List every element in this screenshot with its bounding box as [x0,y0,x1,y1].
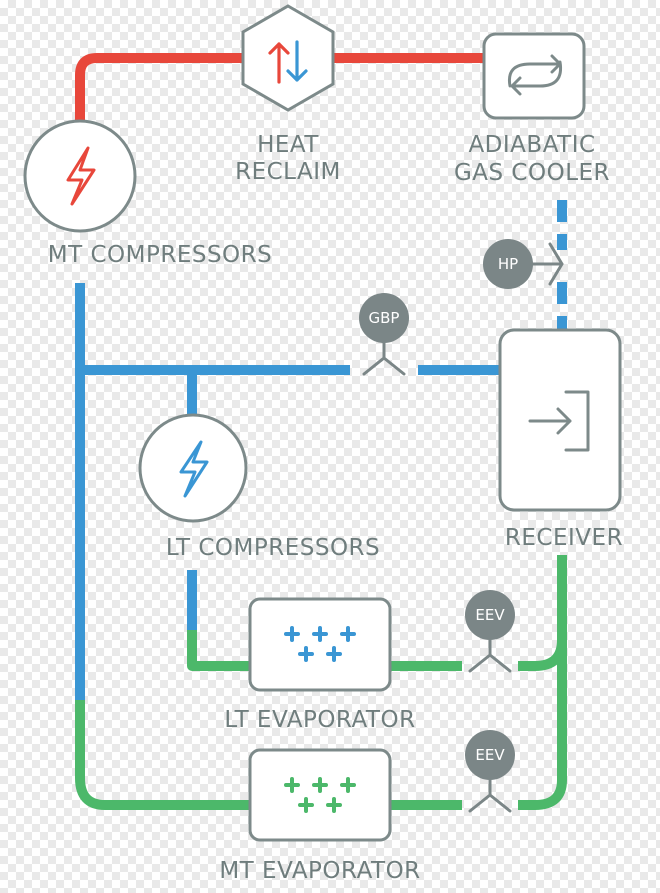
heat-reclaim-label-2: RECLAIM [235,159,341,185]
plus-cluster-icon [284,777,356,813]
mt-evaporator-label: MT EVAPORATOR [219,858,420,884]
hot-gas-pipe [75,53,490,122]
plus-mark-icon [326,646,342,662]
plus-mark-icon [298,646,314,662]
eev-lt-valve: EEV [465,590,515,673]
plus-mark-icon [312,777,328,793]
mt-evaporator-pipe [75,700,250,810]
mt-compressors-node [23,119,137,233]
lt-compressors-label: LT COMPRESSORS [166,535,380,561]
gas-cooler-node [482,32,586,120]
plus-mark-icon [312,626,328,642]
gbp-valve: GBP [359,293,409,376]
updown-arrows-icon [268,40,308,84]
lt-evaporator-node [248,597,392,692]
gbp-valve-label: GBP [369,309,400,327]
plus-mark-icon [284,777,300,793]
plus-cluster-icon [284,626,356,662]
lightning-icon [179,440,209,498]
lt-evaporator-label: LT EVAPORATOR [224,707,415,733]
receiver-liquid-pipe [518,555,567,810]
heat-reclaim-label-1: HEAT [257,132,319,158]
eev-lt-valve-label: EEV [475,606,505,624]
plus-mark-icon [326,797,342,813]
heat-reclaim-node [241,4,335,112]
mt-evaporator-node [248,748,392,842]
cycle-arrows-icon [507,54,563,96]
eev-mt-valve-label: EEV [475,746,505,764]
plus-mark-icon [284,626,300,642]
plus-mark-icon [298,797,314,813]
lt-eev-outlet-pipe [518,639,567,671]
receiver-node [498,328,622,512]
enter-arrow-icon [528,390,590,452]
gas-cooler-label-1: ADIABATIC [468,132,595,158]
lt-evaporator-pipe [187,630,250,671]
receiver-label: RECEIVER [505,525,623,551]
plus-mark-icon [340,626,356,642]
lt-compressors-node [138,413,248,523]
plus-mark-icon [340,777,356,793]
hp-valve-label: HP [498,255,518,273]
mt-compressors-label: MT COMPRESSORS [48,242,272,268]
lightning-icon [66,146,96,206]
gas-cooler-label-2: GAS COOLER [454,160,610,186]
eev-mt-valve: EEV [465,730,515,813]
hp-valve: HP [483,239,564,289]
